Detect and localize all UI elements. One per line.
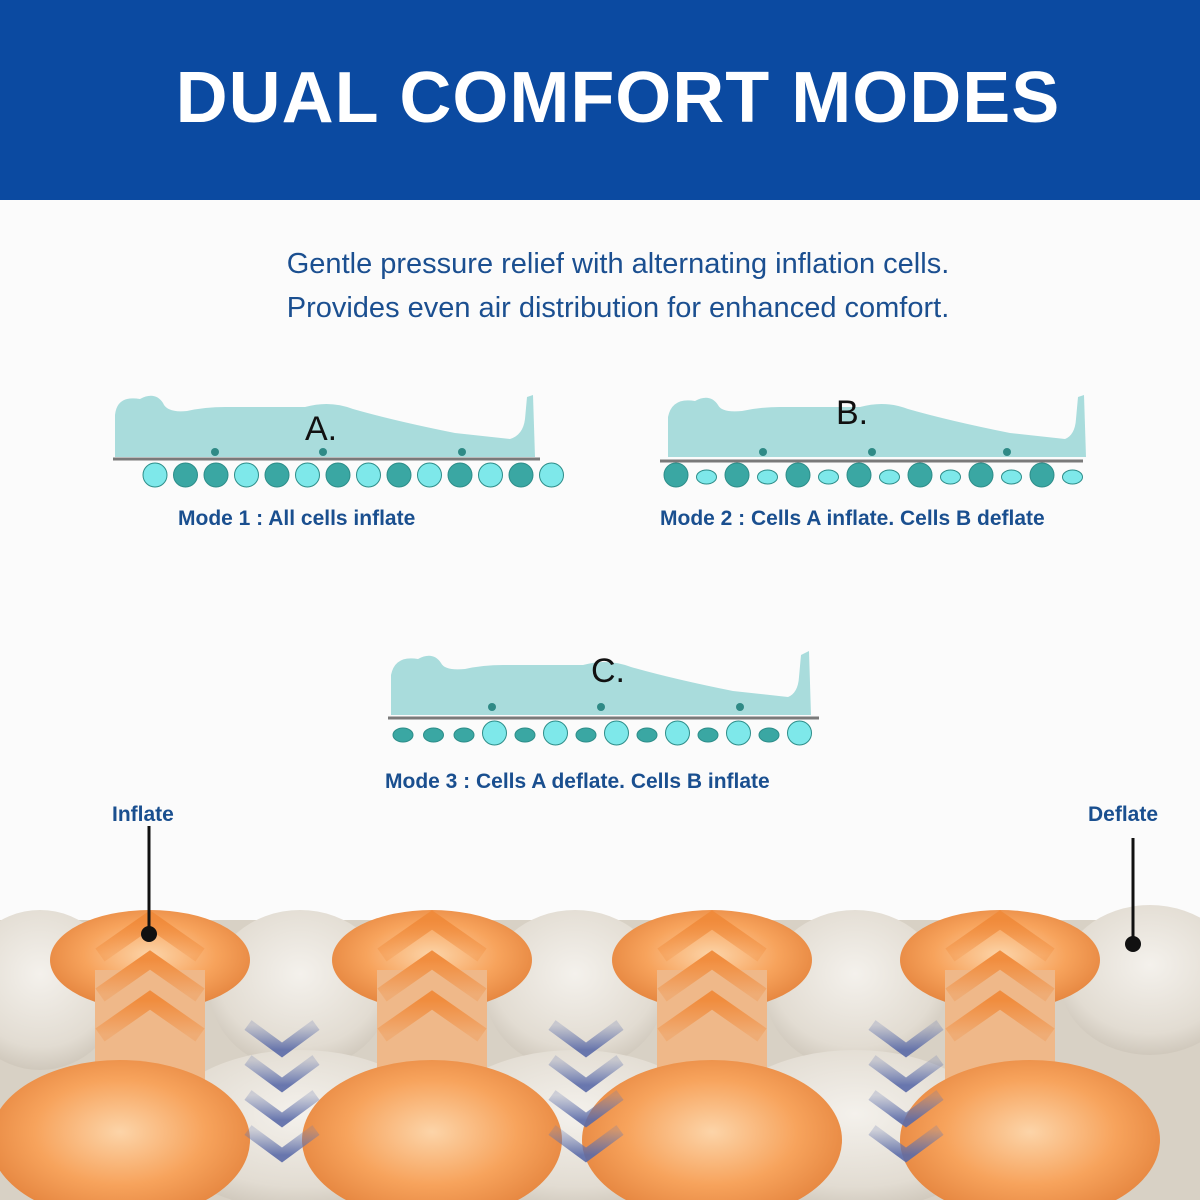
- air-cell: [758, 727, 780, 743]
- air-cell: [514, 727, 536, 743]
- air-cell: [636, 727, 658, 743]
- up-arrows: [95, 910, 1055, 1042]
- air-cell: [663, 462, 689, 488]
- air-cell: [264, 462, 290, 488]
- page-title: DUAL COMFORT MODES: [175, 58, 1061, 138]
- air-cell: [1001, 469, 1022, 485]
- air-cell: [879, 469, 900, 485]
- air-cell: [447, 462, 473, 488]
- air-cell: [325, 462, 351, 488]
- air-cell: [785, 462, 811, 488]
- air-cell: [697, 727, 719, 743]
- air-cell: [818, 469, 839, 485]
- body-silhouette: [391, 651, 811, 715]
- air-cell: [726, 720, 751, 746]
- air-cell: [968, 462, 994, 488]
- air-cell: [356, 462, 381, 488]
- air-cells: [663, 462, 1083, 488]
- pressure-dots: [759, 448, 1011, 456]
- mode-b-illustration: B.: [660, 394, 1086, 488]
- air-cell: [665, 720, 690, 746]
- air-cells: [142, 462, 564, 488]
- pressure-dots: [211, 448, 466, 456]
- air-cell: [1062, 469, 1083, 485]
- air-cells: [392, 720, 812, 746]
- mode-letter: C.: [591, 652, 625, 690]
- air-cell: [907, 462, 933, 488]
- air-cell: [604, 720, 629, 746]
- air-cell: [453, 727, 475, 743]
- mode-2-caption: Mode 2 : Cells A inflate. Cells B deflat…: [660, 507, 1045, 530]
- air-cell: [234, 462, 259, 488]
- mode-1-caption: Mode 1 : All cells inflate: [178, 507, 416, 530]
- air-cell: [1029, 462, 1055, 488]
- air-cell: [423, 727, 444, 743]
- pressure-dots: [488, 703, 744, 711]
- air-cell: [539, 462, 564, 488]
- air-cell: [508, 462, 534, 488]
- air-cell: [575, 727, 597, 743]
- body-silhouette: [668, 395, 1086, 457]
- mode-letter: B.: [836, 394, 868, 432]
- air-cell: [724, 462, 750, 488]
- intro-line-1: Gentle pressure relief with alternating …: [286, 248, 950, 280]
- callout-lines: [141, 826, 1141, 952]
- mode-letter: A.: [305, 410, 337, 448]
- air-cell: [417, 462, 442, 488]
- air-cell: [846, 462, 872, 488]
- air-cell: [482, 720, 507, 746]
- air-cell: [478, 462, 503, 488]
- air-cell: [142, 462, 168, 488]
- air-cell: [392, 727, 414, 743]
- body-silhouette: [115, 395, 535, 457]
- mode-3-caption: Mode 3 : Cells A deflate. Cells B inflat…: [385, 770, 770, 793]
- deflate-label: Deflate: [1088, 803, 1159, 826]
- air-cell: [386, 462, 412, 488]
- intro-line-2: Provides even air distribution for enhan…: [286, 292, 950, 324]
- mode-a-illustration: A.: [113, 395, 564, 488]
- air-cell: [940, 469, 961, 485]
- air-cell: [787, 720, 812, 746]
- air-cell: [757, 469, 778, 485]
- mode-c-illustration: C.: [388, 651, 819, 746]
- down-arrows: [244, 1020, 944, 1163]
- air-cell: [173, 462, 198, 488]
- air-cells-closeup: [0, 826, 1200, 1200]
- air-cell: [696, 469, 717, 485]
- title-banner: DUAL COMFORT MODES: [0, 0, 1200, 200]
- inflate-label: Inflate: [112, 803, 174, 826]
- air-cell: [543, 720, 568, 746]
- air-cell: [203, 462, 229, 488]
- air-cell: [295, 462, 320, 488]
